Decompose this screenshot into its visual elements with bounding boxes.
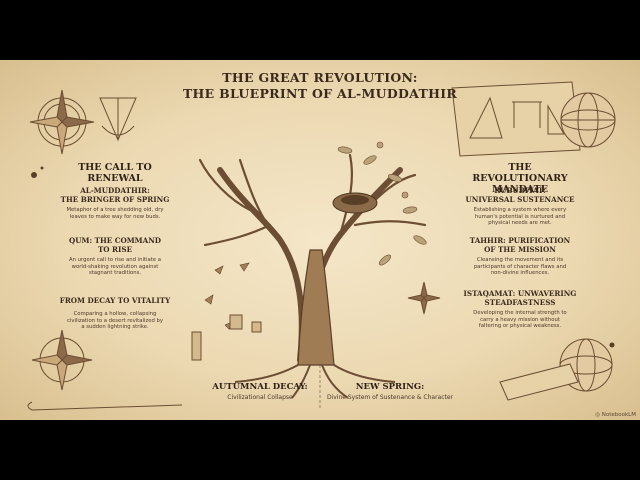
right-item-2-body: Cleansing the movement and its participa… (473, 257, 567, 277)
left-item-2-body: An urgent call to rise and initiate a wo… (69, 257, 161, 277)
left-item-1-title: AL-MUDDATHIR: THE BRINGER OF SPRING (60, 186, 170, 204)
right-heading: THE REVOLUTIONARY MANDATE (472, 162, 568, 195)
left-item-1-body: Metaphor of a tree shedding old, dry lea… (66, 207, 164, 220)
scroll-icon (27, 401, 183, 411)
fresh-leaves-icon (337, 141, 427, 266)
left-item-3-body: Comparing a hollow, collapsing civilizat… (66, 311, 164, 331)
compass-rose-icon (29, 89, 95, 155)
right-item-1-body: Establishing a system where every human'… (473, 207, 567, 227)
left-heading: THE CALL TO RENEWAL (78, 162, 152, 184)
new-spring-subtitle: Divine System of Sustenance & Character (326, 394, 454, 401)
autumnal-decay-title: AUTUMNAL DECAY: (212, 382, 308, 392)
poster-title-line2: THE BLUEPRINT OF AL-MUDDATHIR (182, 86, 458, 101)
ruins-icon (191, 314, 262, 361)
right-item-1-title: RUBUBIYAT: UNIVERSAL SUSTENANCE (465, 186, 575, 204)
compass-rose-icon (31, 329, 93, 391)
globe-icon (560, 92, 616, 148)
right-item-2-title: TAHHIR: PURIFICATION OF THE MISSION (469, 236, 571, 254)
tree-icon (198, 153, 427, 399)
blueprint-scroll-icon (451, 81, 581, 157)
right-item-3-body: Developing the internal strength to carr… (473, 310, 567, 330)
new-spring-title: NEW SPRING: (355, 382, 425, 392)
sextant-icon (99, 97, 137, 142)
letterbox-bottom (0, 420, 640, 480)
right-item-3-title: ISTAQAMAT: UNWAVERING STEADFASTNESS (463, 289, 577, 307)
notebooklm-logo-icon: ◎ (595, 412, 602, 418)
scroll-icon (499, 363, 579, 401)
left-item-2-title: QUM: THE COMMAND TO RISE (68, 236, 162, 254)
letterbox-top (0, 0, 640, 60)
infographic-poster: THE GREAT REVOLUTION: THE BLUEPRINT OF A… (0, 60, 640, 420)
autumnal-decay-subtitle: Civilizational Collapse (227, 394, 293, 401)
left-item-3-title: FROM DECAY TO VITALITY (59, 296, 171, 305)
notebooklm-watermark: ◎ NotebookLM (595, 412, 636, 418)
illustration-layer (27, 81, 616, 411)
compass-rose-icon (407, 281, 441, 315)
poster-title-line1: THE GREAT REVOLUTION: (222, 70, 418, 85)
